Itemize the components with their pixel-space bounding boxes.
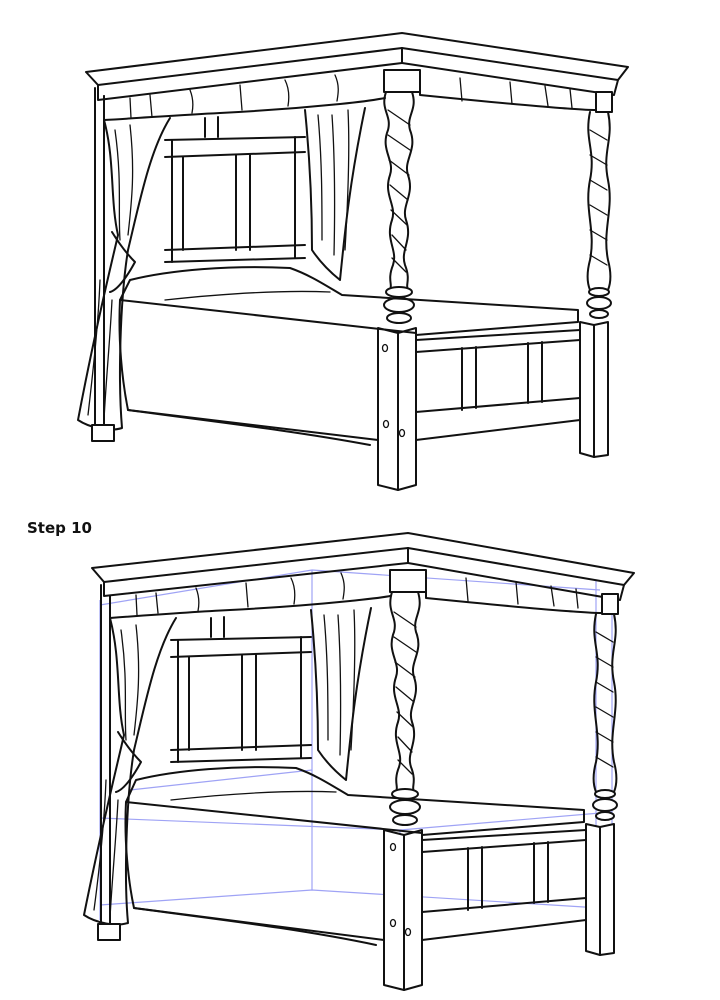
canopy-top — [91, 532, 635, 931]
headboard — [170, 616, 312, 763]
canopy-bed-drawing-top — [77, 32, 629, 491]
valance — [103, 71, 597, 121]
canopy-bed-drawing-step-10 — [0, 525, 720, 1000]
construction-guidelines — [99, 569, 613, 950]
curtains — [83, 607, 372, 941]
bed-illustration-with-guides — [83, 532, 635, 991]
front-post-right — [377, 69, 421, 491]
headboard — [164, 116, 306, 263]
valance — [109, 571, 603, 619]
front-post-right — [383, 569, 427, 991]
bed-illustration — [77, 32, 629, 491]
mattress — [118, 266, 579, 446]
step-label: Step 10 — [27, 519, 92, 537]
back-post-right — [579, 91, 613, 458]
footboard — [421, 829, 587, 941]
footboard — [415, 329, 581, 441]
curtains — [77, 107, 366, 442]
canopy-top — [85, 32, 629, 431]
back-post-right — [585, 593, 619, 956]
mattress — [124, 766, 585, 946]
